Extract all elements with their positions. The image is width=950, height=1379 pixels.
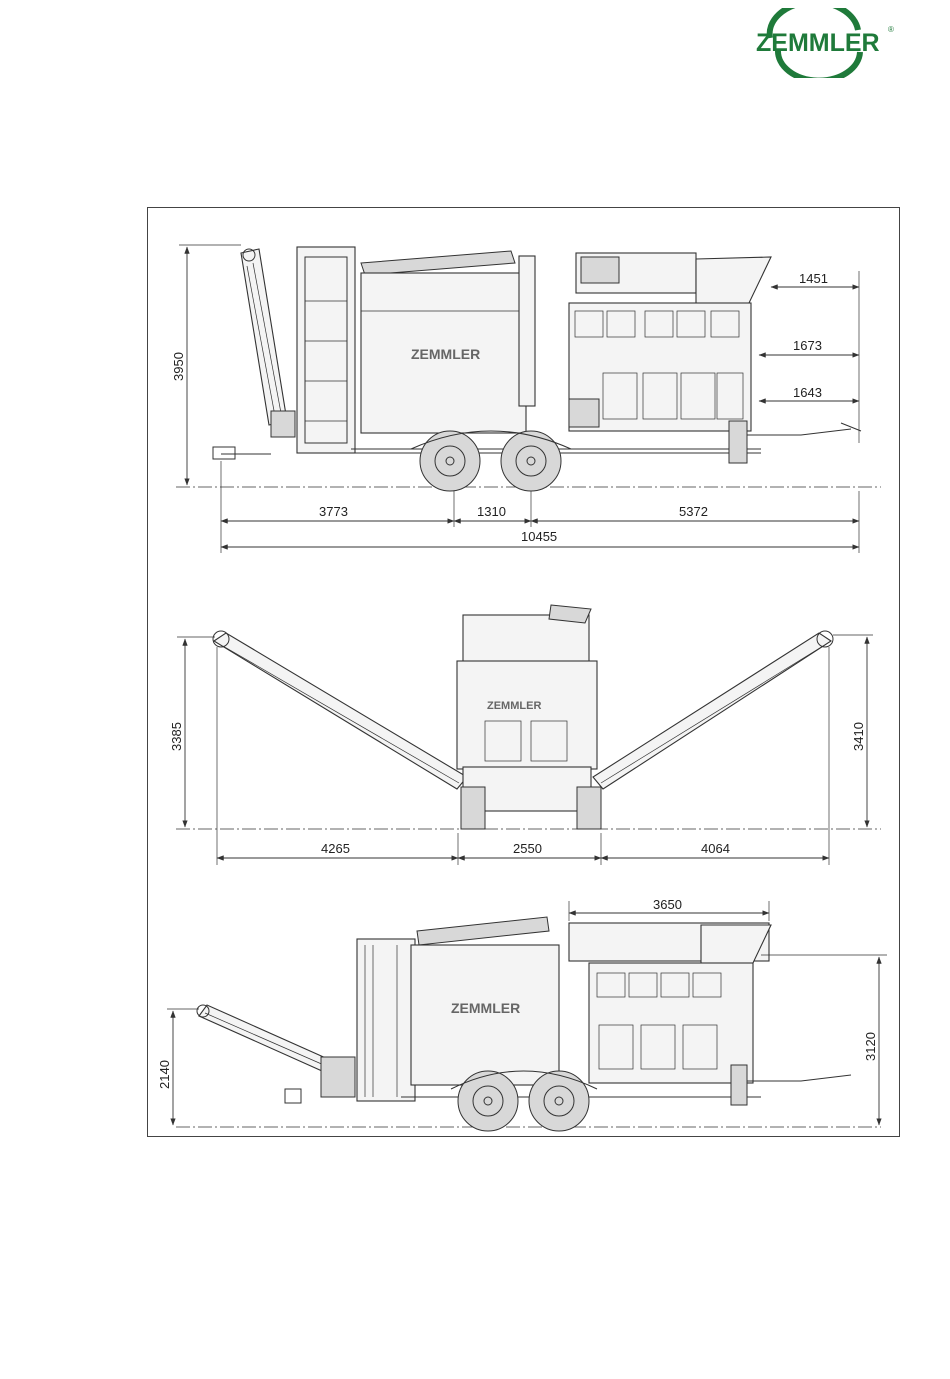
logo-wordmark: ZEMMLER [756,29,880,57]
right-dim-1643: 1643 [793,385,822,400]
transport-right-height-label: 3120 [863,1032,878,1061]
overall-length-label: 10455 [521,529,557,544]
side-height-label: 3950 [171,352,186,381]
rear-right-height-label: 3410 [851,722,866,751]
side-hopper [569,253,771,431]
side-view: ZEMMLER [171,245,881,553]
rear-width-4265: 4265 [321,841,350,856]
rear-left-conveyor [213,631,467,789]
transport-top-dim-3650: 3650 [653,897,682,912]
technical-drawing: ZEMMLER [148,208,901,1138]
rear-left-height-label: 3385 [169,722,184,751]
side-rear-conveyor [241,249,287,425]
transport-view: ZEMMLER [157,897,887,1131]
rear-body: ZEMMLER [457,605,601,829]
side-drum-housing: ZEMMLER [361,251,535,433]
rear-body-brand: ZEMMLER [487,700,541,712]
transport-rear-conveyor [197,1005,337,1103]
transport-hopper [569,923,771,1083]
bottom-dim-1310: 1310 [477,504,506,519]
side-elevator [213,247,355,459]
side-housing-brand: ZEMMLER [411,346,480,362]
rear-width-4064: 4064 [701,841,730,856]
rear-width-2550: 2550 [513,841,542,856]
transport-housing-brand: ZEMMLER [451,1000,520,1016]
rear-view: ZEMMLER 3385 3410 4265 2550 4064 [169,605,881,865]
side-wheels [411,431,571,491]
bottom-dim-5372: 5372 [679,504,708,519]
transport-left-height-label: 2140 [157,1060,172,1089]
technical-drawing-frame: ZEMMLER [147,207,900,1137]
right-dim-1451: 1451 [799,271,828,286]
registered-mark: ® [888,25,894,34]
zemmler-logo: ZEMMLER ® [750,8,900,78]
transport-elevator [321,939,415,1101]
right-dim-1673: 1673 [793,338,822,353]
bottom-dim-3773: 3773 [319,504,348,519]
rear-right-conveyor [593,631,833,789]
transport-drum-housing: ZEMMLER [411,917,559,1085]
